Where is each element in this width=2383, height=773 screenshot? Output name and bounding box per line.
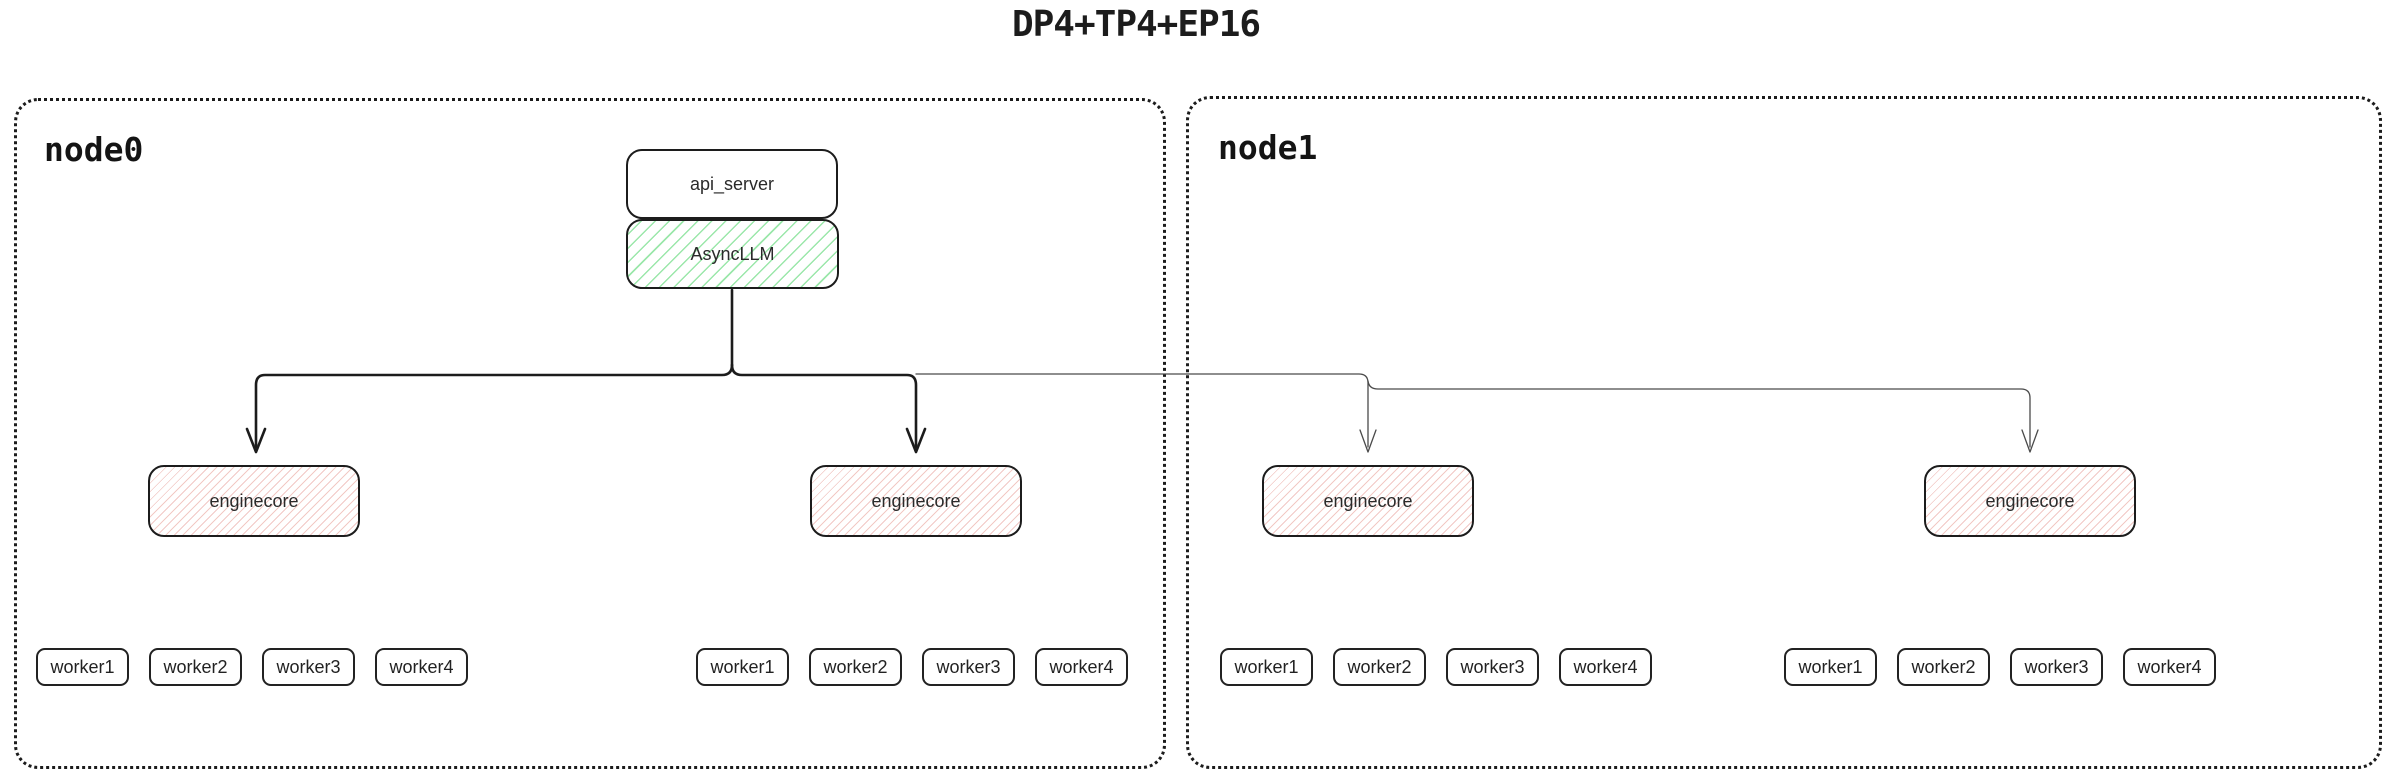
- async-llm-label: AsyncLLM: [690, 243, 775, 264]
- enginecore-box-node1-2: enginecore: [1924, 465, 2136, 537]
- worker-box: worker4: [2123, 648, 2216, 686]
- worker-group-node0-1: worker1 worker2 worker3 worker4: [36, 648, 468, 686]
- worker-group-node1-2: worker1 worker2 worker3 worker4: [1784, 648, 2216, 686]
- worker-box: worker1: [1784, 648, 1877, 686]
- worker-box: worker2: [809, 648, 902, 686]
- enginecore-label: enginecore: [209, 490, 299, 511]
- worker-box: worker1: [36, 648, 129, 686]
- node0-label: node0: [44, 130, 144, 169]
- worker-box: worker2: [149, 648, 242, 686]
- api-server-box: api_server: [626, 149, 838, 219]
- enginecore-label: enginecore: [1323, 490, 1413, 511]
- worker-box: worker3: [1446, 648, 1539, 686]
- worker-box: worker3: [922, 648, 1015, 686]
- node1-label: node1: [1218, 128, 1318, 167]
- enginecore-box-node1-1: enginecore: [1262, 465, 1474, 537]
- worker-group-node1-1: worker1 worker2 worker3 worker4: [1220, 648, 1652, 686]
- enginecore-box-node0-1: enginecore: [148, 465, 360, 537]
- worker-box: worker1: [696, 648, 789, 686]
- worker-box: worker4: [375, 648, 468, 686]
- worker-box: worker1: [1220, 648, 1313, 686]
- enginecore-label: enginecore: [871, 490, 961, 511]
- worker-box: worker2: [1333, 648, 1426, 686]
- worker-group-node0-2: worker1 worker2 worker3 worker4: [696, 648, 1128, 686]
- worker-box: worker3: [262, 648, 355, 686]
- worker-box: worker2: [1897, 648, 1990, 686]
- enginecore-box-node0-2: enginecore: [810, 465, 1022, 537]
- diagram-title: DP4+TP4+EP16: [1011, 4, 1261, 45]
- worker-box: worker4: [1559, 648, 1652, 686]
- worker-box: worker4: [1035, 648, 1128, 686]
- enginecore-label: enginecore: [1985, 490, 2075, 511]
- worker-box: worker3: [2010, 648, 2103, 686]
- async-llm-box: AsyncLLM: [626, 219, 839, 289]
- api-server-label: api_server: [689, 173, 775, 194]
